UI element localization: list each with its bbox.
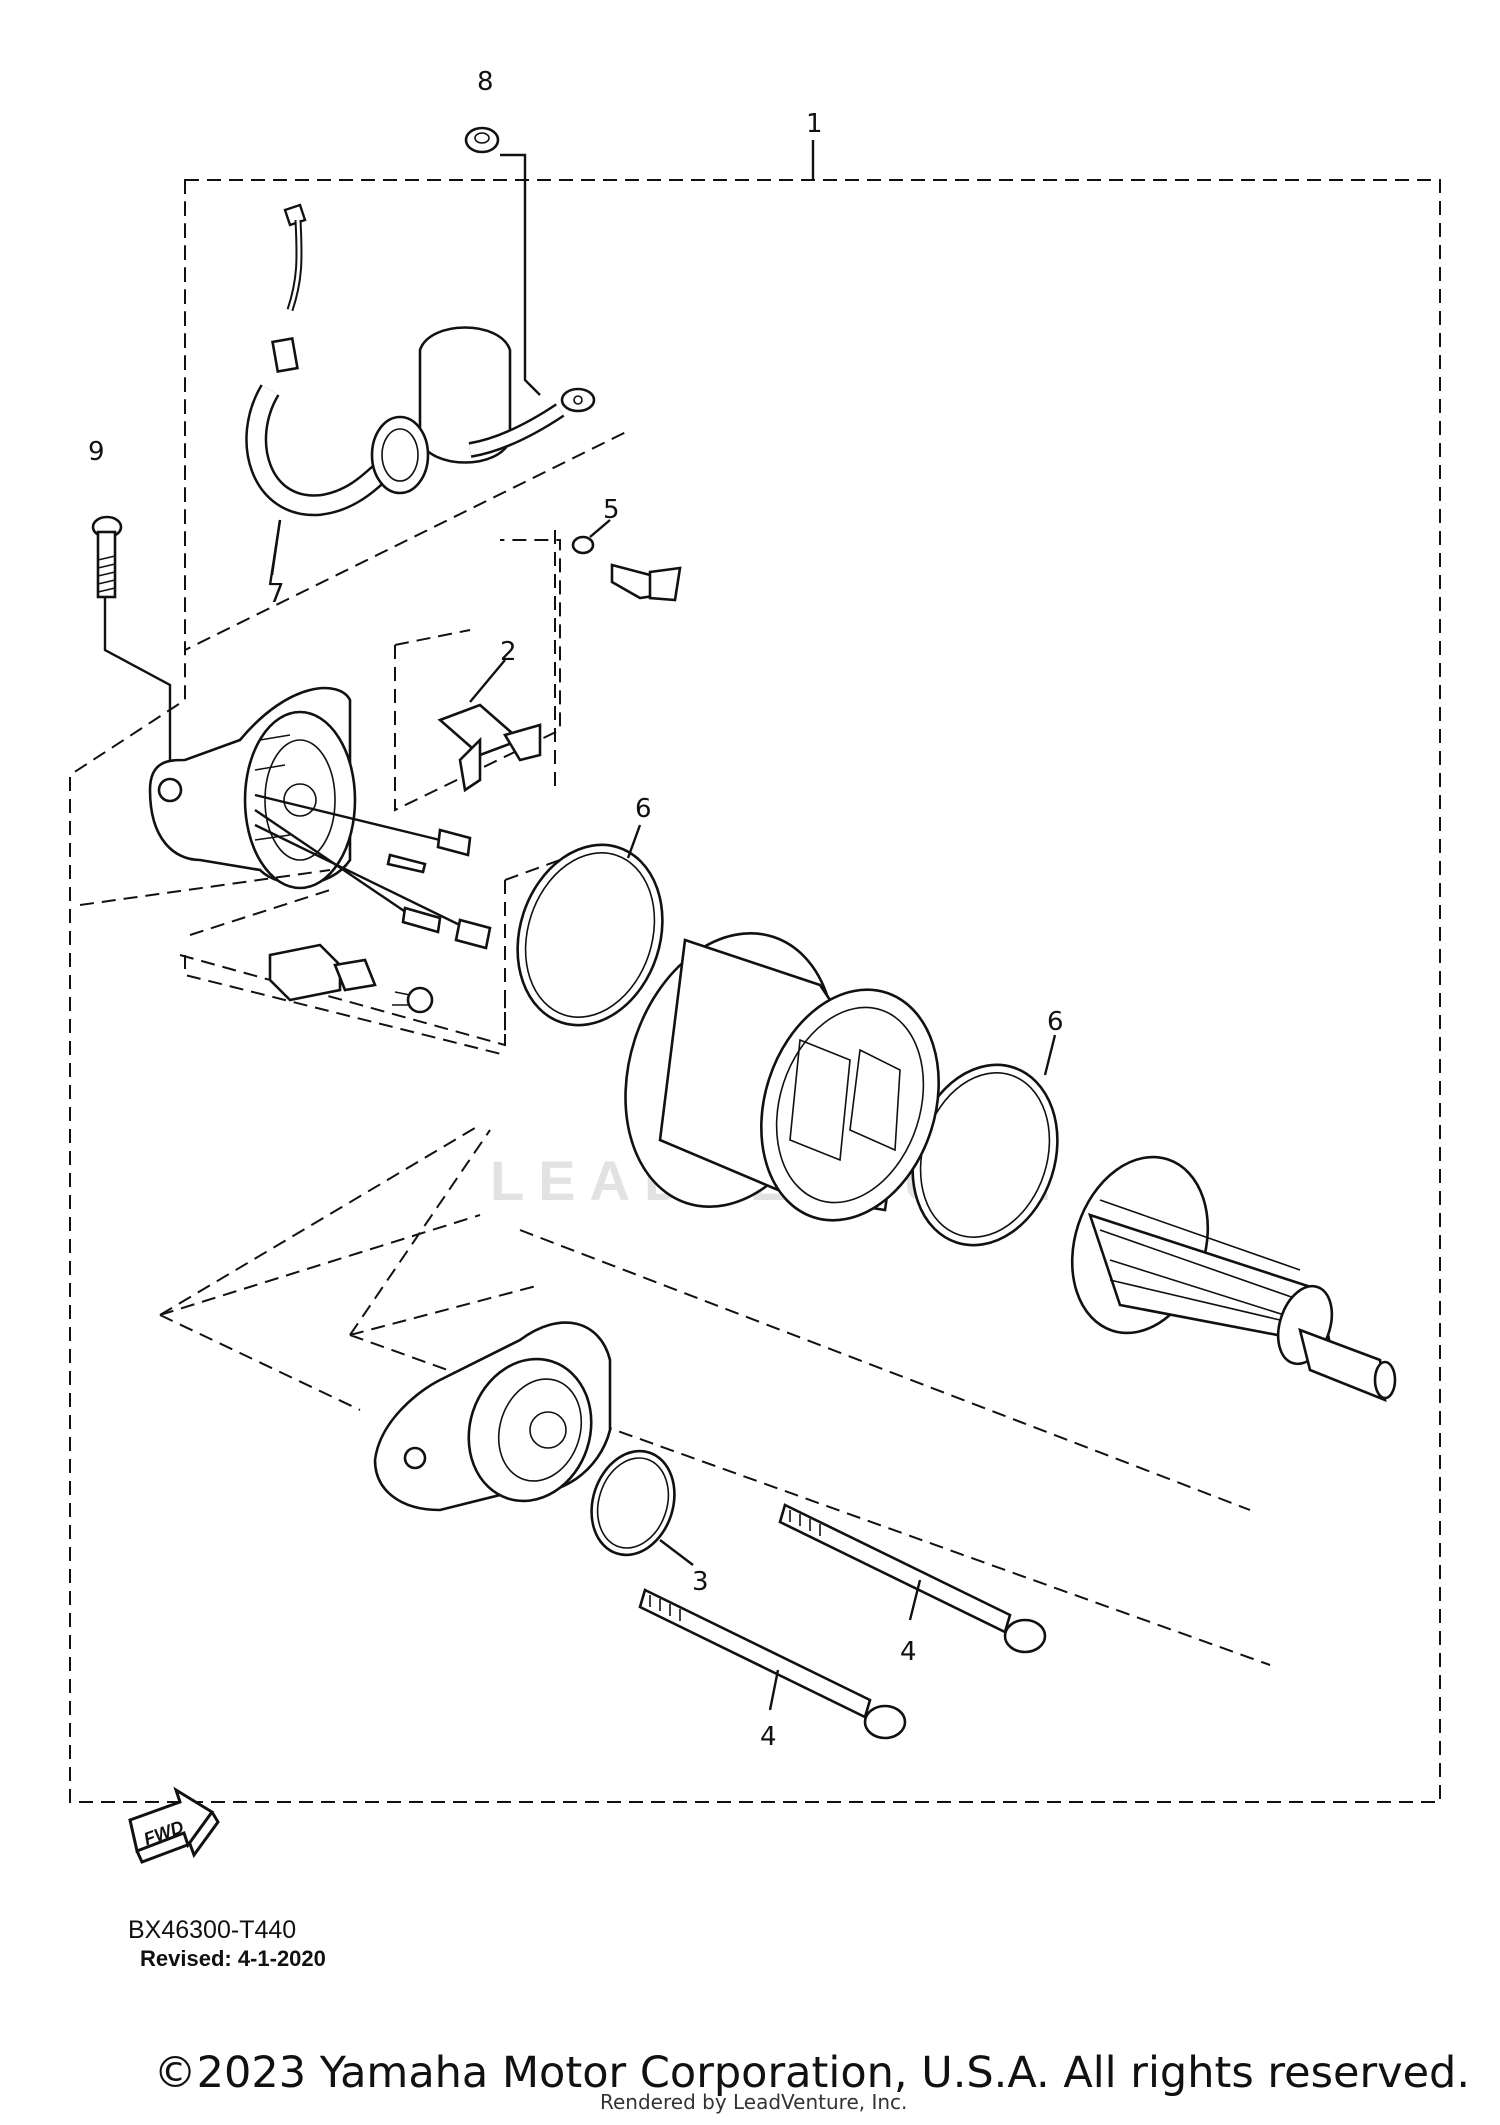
- lead-wire-part-7: [245, 203, 596, 576]
- lead-wire-outline: [184, 180, 631, 652]
- callout-2: 2: [500, 637, 517, 667]
- through-bolt-part-4-upper: [778, 1503, 1047, 1654]
- brush-springs: [254, 793, 492, 950]
- brush-part-2: [437, 703, 542, 793]
- callout-6-left: 6: [635, 794, 652, 824]
- callout-8: 8: [477, 67, 494, 97]
- yoke-housing: [624, 932, 940, 1222]
- callout-3: 3: [692, 1567, 709, 1597]
- nut-part-8: [464, 126, 500, 154]
- front-cover: [373, 1321, 612, 1512]
- through-bolt-part-4-lower: [638, 1588, 907, 1740]
- assembly-outline: [69, 179, 1441, 1803]
- oring-part-6-left: [516, 843, 664, 1027]
- brush-clip: [268, 943, 434, 1014]
- copyright-notice: ©2023 Yamaha Motor Corporation, U.S.A. A…: [153, 2048, 1470, 2098]
- oring-part-3: [590, 1449, 676, 1557]
- fwd-arrow-icon: FWD: [128, 1786, 220, 1864]
- callout-4-lower: 4: [760, 1722, 777, 1752]
- revision-date: Revised: 4-1-2020: [140, 1946, 326, 1971]
- armature: [1070, 1155, 1397, 1403]
- callout-9: 9: [88, 437, 105, 467]
- callout-5: 5: [603, 495, 620, 525]
- callout-6-right: 6: [1047, 1007, 1064, 1037]
- callout-1: 1: [806, 109, 823, 139]
- oring-part-5: [571, 535, 682, 602]
- diagram-reference: BX46300-T440: [128, 1916, 297, 1944]
- rendered-by-credit: Rendered by LeadVenture, Inc.: [600, 2090, 908, 2114]
- callout-4-upper: 4: [900, 1637, 917, 1667]
- bolt-part-9: [91, 515, 123, 599]
- callout-7: 7: [268, 579, 285, 609]
- rear-cover: [148, 686, 357, 890]
